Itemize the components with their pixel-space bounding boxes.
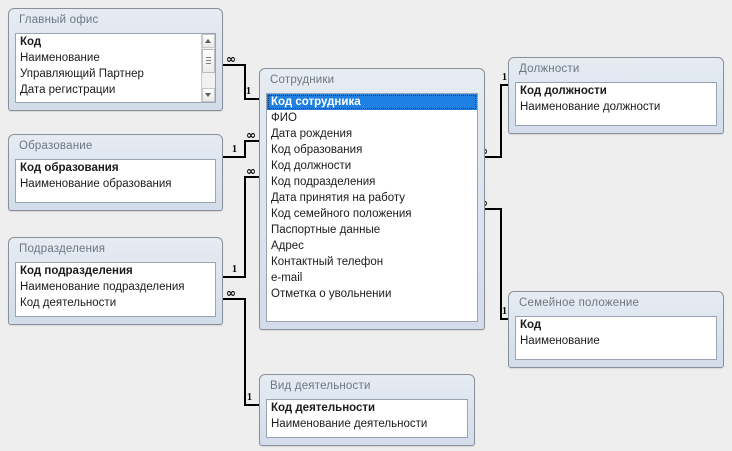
table-title-divisions: Подразделения [19,243,106,255]
table-window-divisions[interactable]: Подразделения Код подразделения Наименов… [8,237,223,325]
table-title-positions: Должности [519,63,580,75]
table-window-activity-type[interactable]: Вид деятельности Код деятельности Наимен… [259,374,475,446]
field-row[interactable]: Наименование [520,335,600,347]
rel-line-office-employees-seg2 [244,64,246,100]
field-list-divisions[interactable]: Код подразделения Наименование подраздел… [15,262,216,317]
rel-line-divisions-employees-seg3 [244,176,260,178]
table-title-education: Образование [19,140,93,152]
rel-line-office-employees-seg3 [244,98,260,100]
cardinality-many-employees-education: ∞ [246,128,256,142]
cardinality-one-marital: 1 [502,306,507,317]
field-row[interactable]: Дата регистрации [20,84,116,96]
field-row[interactable]: ФИО [271,112,297,124]
table-window-education[interactable]: Образование Код образования Наименование… [8,134,223,211]
scrollbar-thumb[interactable] [202,49,215,73]
field-row[interactable]: e-mail [271,272,303,284]
field-row[interactable]: Управляющий Партнер [20,68,144,80]
field-row-selected[interactable]: Код сотрудника [267,94,477,110]
field-row[interactable]: Наименование деятельности [271,418,428,430]
field-row[interactable]: Код семейного положения [271,208,412,220]
field-list-head-office[interactable]: Код Наименование Управляющий Партнер Дат… [15,33,216,103]
rel-line-divisions-activity-seg1 [222,298,246,300]
rel-line-divisions-activity-seg3 [244,404,262,406]
field-row[interactable]: Наименование [20,52,100,64]
field-row[interactable]: Паспортные данные [271,224,381,236]
field-row[interactable]: Код [20,36,42,48]
field-row[interactable]: Дата принятия на работу [271,192,406,204]
table-title-activity-type: Вид деятельности [270,380,371,392]
field-row[interactable]: Код подразделения [271,176,376,188]
rel-line-employees-positions-seg2 [500,84,502,158]
rel-line-education-employees-seg2 [244,140,246,158]
field-row[interactable]: Контактный телефон [271,256,384,268]
table-title-head-office: Главный офис [19,14,99,26]
field-row[interactable]: Отметка о увольнении [271,288,392,300]
field-row[interactable]: Код [520,319,542,331]
field-list-employees[interactable]: Код сотрудника ФИО Дата рождения Код обр… [266,93,478,322]
rel-line-divisions-employees-seg1 [222,276,246,278]
field-row[interactable]: Наименование образования [20,178,172,190]
scroll-down-arrow-icon[interactable] [202,88,215,102]
field-list-positions[interactable]: Код должности Наименование должности [515,82,717,126]
vertical-scrollbar[interactable] [201,34,215,102]
field-row[interactable]: Код должности [520,85,607,97]
field-row[interactable]: Наименование должности [520,101,661,113]
table-window-marital-status[interactable]: Семейное положение Код Наименование [508,291,724,368]
table-window-employees[interactable]: Сотрудники Код сотрудника ФИО Дата рожде… [259,68,485,330]
field-row[interactable]: Код должности [271,160,352,172]
field-list-education[interactable]: Код образования Наименование образования [15,159,216,203]
field-list-marital-status[interactable]: Код Наименование [515,316,717,360]
field-row[interactable]: Наименование подразделения [20,281,185,293]
rel-line-divisions-activity-seg2 [244,298,246,406]
cardinality-one-divisions: 1 [232,264,237,275]
cardinality-one-activity: 1 [247,392,252,403]
field-list-activity-type[interactable]: Код деятельности Наименование деятельнос… [266,399,468,438]
cardinality-one-employees-office: 1 [246,86,251,97]
cardinality-one-education: 1 [232,144,237,155]
table-window-head-office[interactable]: Главный офис Код Наименование Управляющи… [8,8,223,111]
scroll-up-arrow-icon[interactable] [202,34,215,48]
table-window-positions[interactable]: Должности Код должности Наименование дол… [508,57,724,134]
rel-line-employees-positions-seg1 [482,156,502,158]
field-row[interactable]: Код подразделения [20,265,133,277]
field-row[interactable]: Код образования [20,162,119,174]
cardinality-many-divisions-activity: ∞ [226,286,236,300]
field-row[interactable]: Адрес [271,240,304,252]
cardinality-many-office: ∞ [226,52,236,66]
cardinality-many-employees-divisions: ∞ [246,164,256,178]
scrollbar-grip-icon [206,57,211,65]
rel-line-divisions-employees-seg2 [244,176,246,278]
rel-line-education-employees-seg3 [244,140,260,142]
field-row[interactable]: Дата рождения [271,128,353,140]
field-row[interactable]: Код деятельности [20,297,117,309]
rel-line-employees-marital-seg1 [482,208,502,210]
table-title-employees: Сотрудники [270,74,335,86]
field-row[interactable]: Код образования [271,144,363,156]
field-row[interactable]: Код деятельности [271,402,376,414]
rel-line-office-employees-seg1 [222,64,246,66]
cardinality-one-positions: 1 [502,72,507,83]
rel-line-education-employees-seg1 [222,156,246,158]
table-title-marital-status: Семейное положение [519,297,640,309]
rel-line-employees-marital-seg2 [500,208,502,320]
